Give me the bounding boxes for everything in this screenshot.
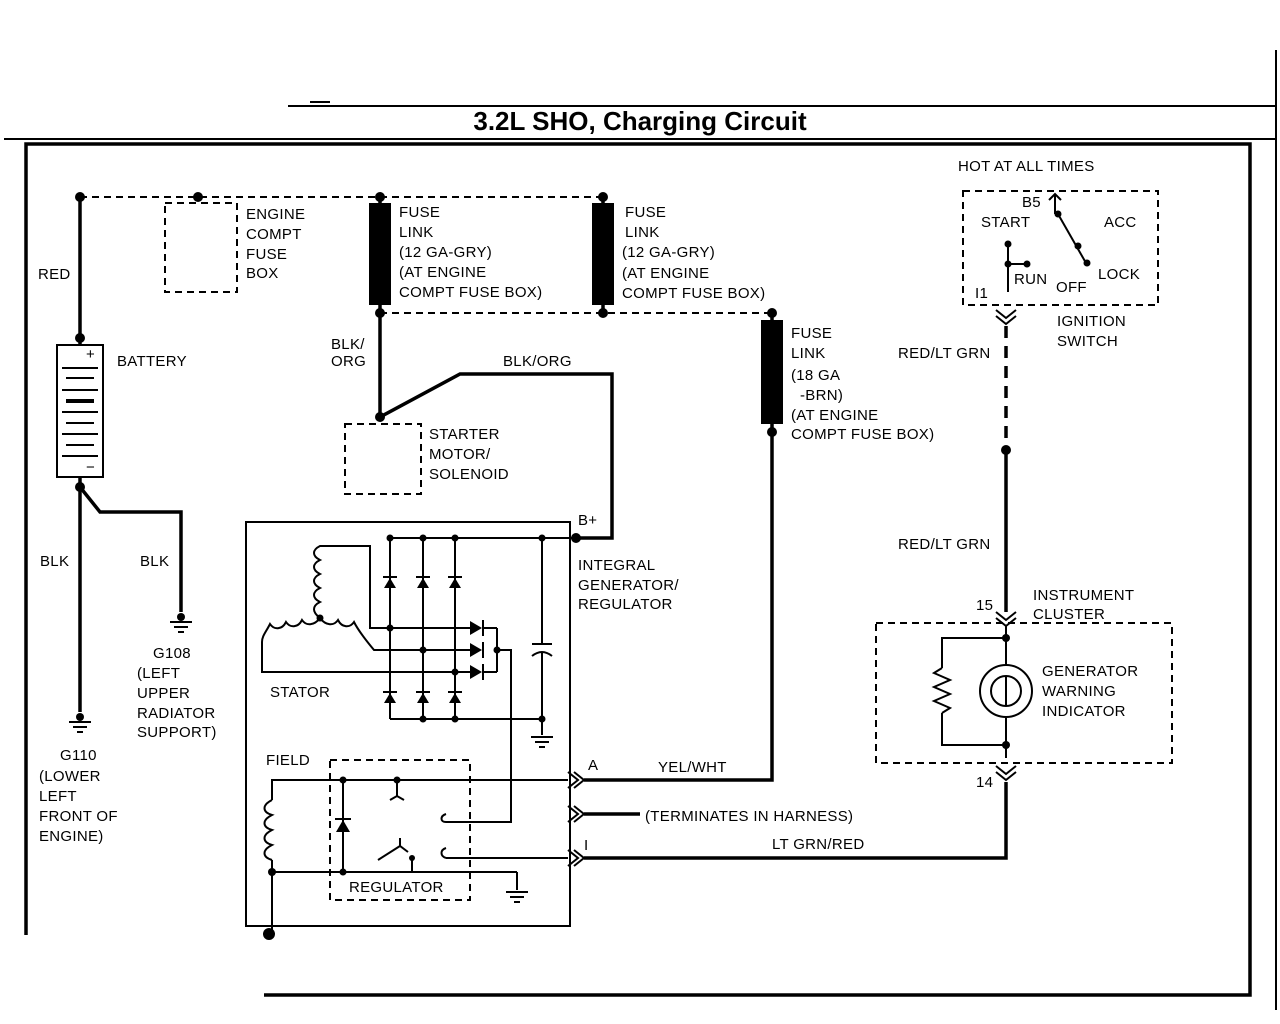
diagram-label: I bbox=[584, 837, 588, 854]
diagram-label: YEL/WHT bbox=[658, 759, 727, 776]
diagram-label: SUPPORT) bbox=[137, 724, 217, 741]
diagram-label: 15 bbox=[976, 597, 993, 614]
diagram-label: RED/LT GRN bbox=[898, 536, 990, 553]
battery-label: BATTERY bbox=[117, 353, 187, 370]
ignition-switch: HOT AT ALL TIMES B5 START ACC RUN LOCK O… bbox=[958, 158, 1159, 350]
red-lt-grn-wire: RED/LT GRN RED/LT GRN bbox=[898, 326, 1011, 612]
diagram-label: FUSE bbox=[246, 246, 287, 263]
diagram-label: INDICATOR bbox=[1042, 703, 1126, 720]
diagram-title: 3.2L SHO, Charging Circuit bbox=[473, 106, 807, 136]
diagram-label: ACC bbox=[1104, 214, 1137, 231]
ground-g108: G108 (LEFT UPPER RADIATOR SUPPORT) bbox=[137, 613, 217, 741]
instrument-cluster: INSTRUMENT CLUSTER 15 GENERATOR WARNING … bbox=[875, 587, 1173, 791]
diagram-label: REGULATOR bbox=[578, 596, 673, 613]
diagram-label: MOTOR/ bbox=[429, 446, 491, 463]
diagram-label: BLK/ORG bbox=[503, 353, 572, 370]
diagram-label: INSTRUMENT bbox=[1033, 587, 1134, 604]
regulator: REGULATOR bbox=[329, 759, 568, 901]
diagram-label: B+ bbox=[578, 512, 597, 529]
diagram-label: ORG bbox=[331, 353, 366, 370]
diagram-label: (LEFT bbox=[137, 665, 180, 682]
diagram-label: CLUSTER bbox=[1033, 606, 1105, 623]
fuse-link-1: FUSE LINK (12 GA-GRY) (AT ENGINE COMPT F… bbox=[369, 197, 542, 318]
diagram-label: BLK/ bbox=[331, 336, 365, 353]
diagram-label: FRONT OF bbox=[39, 808, 118, 825]
diagram-label: STARTER bbox=[429, 426, 500, 443]
fuse-link-3: FUSE LINK (18 GA -BRN) (AT ENGINE COMPT … bbox=[761, 308, 934, 443]
diagram-label: RUN bbox=[1014, 271, 1047, 288]
diagram-label: COMPT bbox=[246, 226, 302, 243]
diagram-label: BOX bbox=[246, 265, 279, 282]
diagram-label: A bbox=[588, 757, 598, 774]
generator-output-wires: YEL/WHT (TERMINATES IN HARNESS) LT GRN/R… bbox=[584, 432, 1008, 860]
integral-generator-regulator: B+ INTEGRAL GENERATOR/ REGULATOR bbox=[245, 512, 679, 940]
diagram-label: WARNING bbox=[1042, 683, 1116, 700]
diagram-label: INTEGRAL bbox=[578, 557, 655, 574]
header: 3.2L SHO, Charging Circuit bbox=[4, 101, 1276, 140]
diagram-label: RED bbox=[38, 266, 71, 283]
diagram-label: G108 bbox=[153, 645, 191, 662]
diagram-label: UPPER bbox=[137, 685, 190, 702]
diagram-label: − bbox=[86, 459, 95, 476]
diagram-label: GENERATOR/ bbox=[578, 577, 679, 594]
engine-compt-fuse-box: ENGINE COMPT FUSE BOX bbox=[164, 202, 305, 293]
diagram-label: (AT ENGINE bbox=[622, 265, 709, 282]
diagram-label: ENGINE bbox=[246, 206, 305, 223]
battery: RED + − BATTERY bbox=[38, 197, 187, 478]
battery-ground-wires: BLK BLK bbox=[40, 477, 183, 712]
diagram-label: OFF bbox=[1056, 279, 1087, 296]
diagram-label: ENGINE) bbox=[39, 828, 104, 845]
diagram-label: + bbox=[86, 346, 95, 363]
diagram-label: FIELD bbox=[266, 752, 310, 769]
diagram-label: RED/LT GRN bbox=[898, 345, 990, 362]
diagram-label: SWITCH bbox=[1057, 333, 1118, 350]
diagram-label: G110 bbox=[60, 747, 97, 764]
diagram-label: FUSE bbox=[791, 325, 832, 342]
diagram-label: BLK bbox=[40, 553, 69, 570]
ground-g110: G110 (LOWER LEFT FRONT OF ENGINE) bbox=[39, 713, 118, 845]
diagram-label: (12 GA-GRY) bbox=[622, 244, 715, 261]
diagram-label: RADIATOR bbox=[137, 705, 216, 722]
diagram-label: LINK bbox=[791, 345, 826, 362]
diagram-label: HOT AT ALL TIMES bbox=[958, 158, 1095, 175]
diagram-label: I1 bbox=[975, 285, 988, 302]
diagram-label: FUSE bbox=[625, 204, 666, 221]
diagram-label: START bbox=[981, 214, 1030, 231]
diagram-label: GENERATOR bbox=[1042, 663, 1138, 680]
diagram-label: (TERMINATES IN HARNESS) bbox=[645, 808, 853, 825]
diagram-label: (AT ENGINE bbox=[399, 264, 486, 281]
diagram-label: B5 bbox=[1022, 194, 1041, 211]
diagram-label: LT GRN/RED bbox=[772, 836, 864, 853]
diagram-label: IGNITION bbox=[1057, 313, 1126, 330]
diagram-label: (AT ENGINE bbox=[791, 407, 878, 424]
diagram-label: COMPT FUSE BOX) bbox=[399, 284, 542, 301]
diagram-label: REGULATOR bbox=[349, 879, 444, 896]
diagram-label: 14 bbox=[976, 774, 993, 791]
diagram-label: LOCK bbox=[1098, 266, 1140, 283]
starter-motor-solenoid: BLK/ ORG BLK/ORG STARTER MOTOR/ SOLENOID bbox=[331, 313, 614, 540]
diagram-label: COMPT FUSE BOX) bbox=[622, 285, 765, 302]
diagram-label: STATOR bbox=[270, 684, 330, 701]
diagram-label: COMPT FUSE BOX) bbox=[791, 426, 934, 443]
diagram-label: (LOWER bbox=[39, 768, 101, 785]
diagram-label: LEFT bbox=[39, 788, 77, 805]
diagram-label: (12 GA-GRY) bbox=[399, 244, 492, 261]
diagram-label: BLK bbox=[140, 553, 169, 570]
diagram-label: FUSE bbox=[399, 204, 440, 221]
hot-at-all-times-bus bbox=[75, 192, 772, 314]
diagram-frame bbox=[24, 50, 1277, 1010]
diagram-label: -BRN) bbox=[800, 387, 843, 404]
fuse-link-2: FUSE LINK (12 GA-GRY) (AT ENGINE COMPT F… bbox=[592, 197, 765, 318]
stator: STATOR bbox=[261, 545, 470, 701]
diagram-label: SOLENOID bbox=[429, 466, 509, 483]
diagram-label: LINK bbox=[625, 224, 660, 241]
diagram-label: LINK bbox=[399, 224, 434, 241]
diagram-label: (18 GA bbox=[791, 367, 840, 384]
